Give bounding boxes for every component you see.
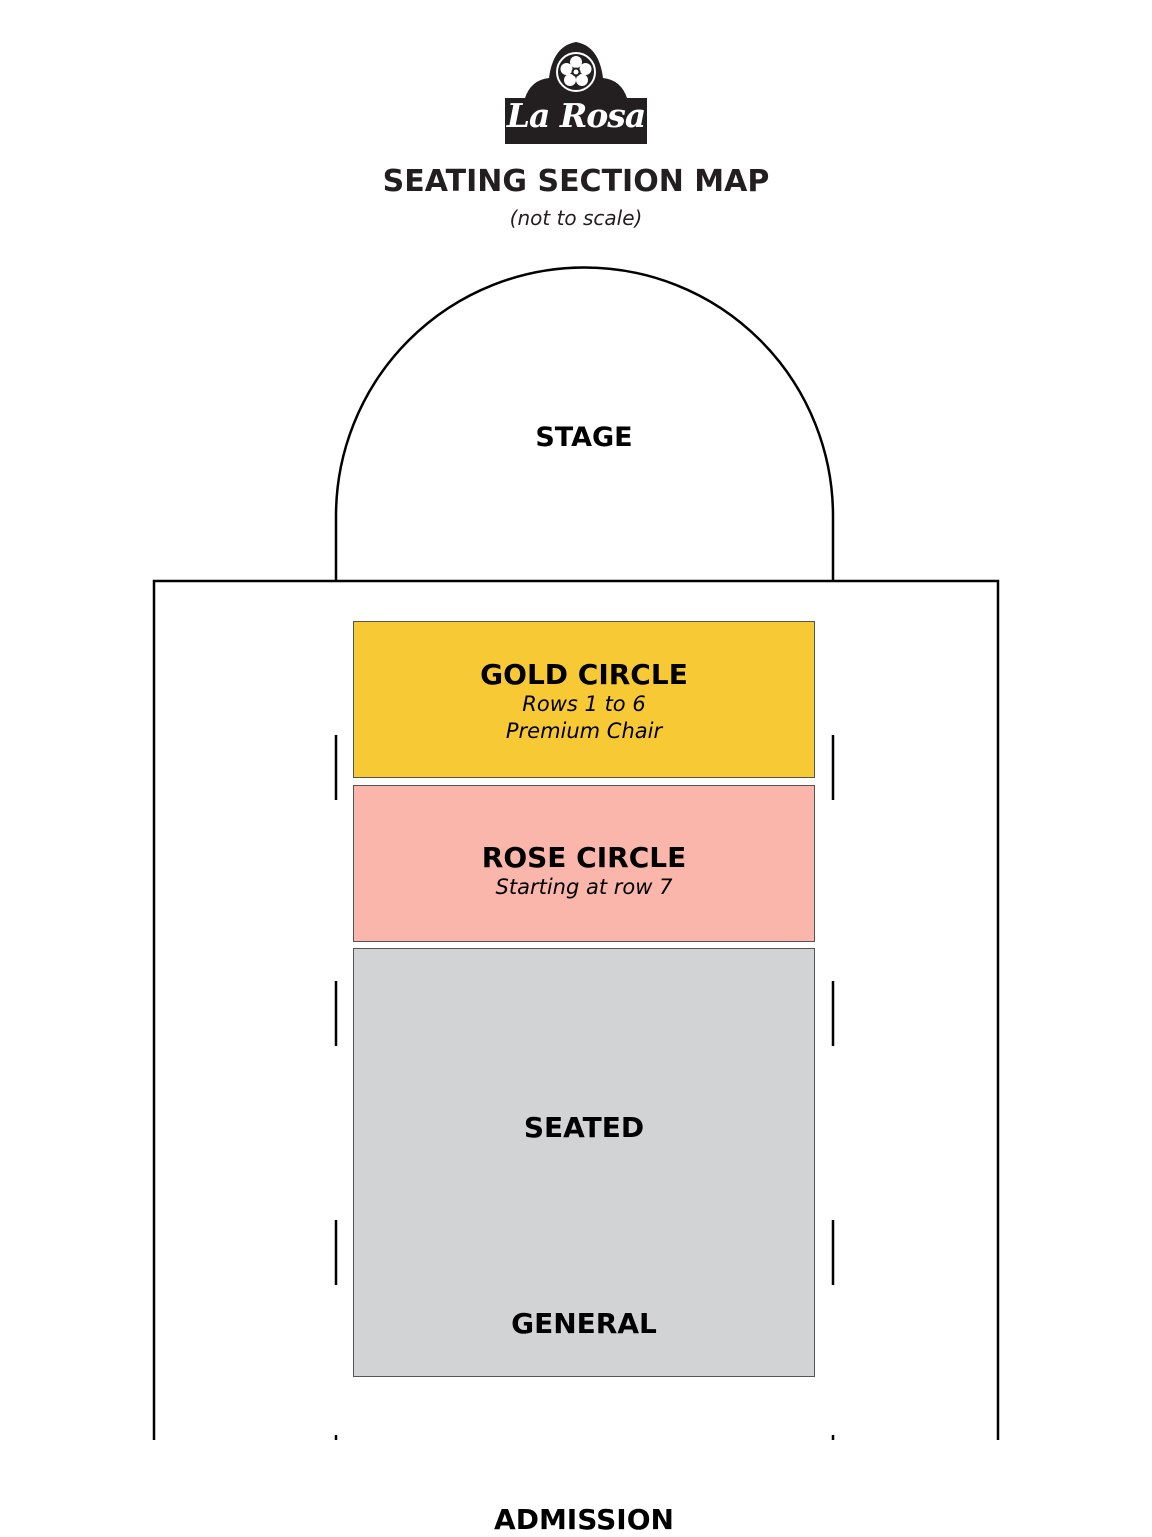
gold-circle-seat-type: Premium Chair [505, 719, 663, 743]
rose-circle-section[interactable]: ROSE CIRCLE Starting at row 7 [353, 785, 815, 942]
rose-emblem-icon [556, 52, 596, 92]
stage-label: STAGE [535, 422, 633, 453]
gold-circle-section[interactable]: GOLD CIRCLE Rows 1 to 6 Premium Chair [353, 621, 815, 778]
general-admission-title-line: ADMISSION [494, 1503, 674, 1536]
logo-wordmark: La Rosa [506, 96, 646, 135]
general-admission-title-line: GENERAL [511, 1307, 657, 1340]
rose-circle-title: ROSE CIRCLE [481, 841, 687, 874]
page-title: SEATING SECTION MAP [382, 164, 770, 199]
venue-logo: La Rosa [503, 40, 649, 144]
hall-outline [152, 579, 1000, 1440]
general-admission-section[interactable]: SEATED GENERAL ADMISSION [353, 948, 815, 1536]
gold-circle-title: GOLD CIRCLE [480, 658, 688, 691]
page-subtitle: (not to scale) [509, 206, 643, 230]
general-admission-title-line: SEATED [523, 1111, 645, 1144]
rose-circle-rows: Starting at row 7 [495, 875, 673, 899]
venue-outline [152, 266, 1000, 1440]
gold-circle-rows: Rows 1 to 6 [522, 692, 646, 716]
stage-outline [334, 266, 835, 581]
logo-badge-shape [505, 42, 647, 144]
